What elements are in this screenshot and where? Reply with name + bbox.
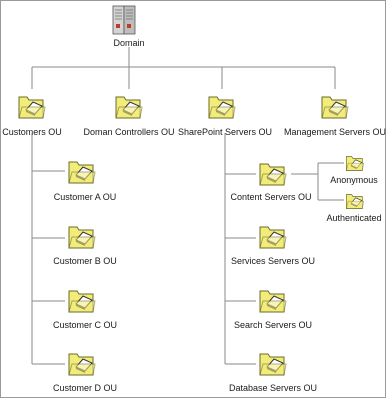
folder-icon[interactable] (17, 92, 47, 120)
folder-icon[interactable] (258, 349, 288, 377)
folder-icon[interactable] (67, 222, 97, 250)
folder-icon[interactable] (258, 222, 288, 250)
folder-icon[interactable] (67, 286, 97, 314)
folder-icon[interactable] (67, 157, 97, 185)
ou-label-database-servers: Database Servers OU (228, 383, 318, 393)
ou-label-search-servers: Search Servers OU (233, 320, 313, 330)
folder-icon[interactable] (345, 191, 365, 210)
server-icon (112, 5, 136, 35)
folder-icon[interactable] (114, 92, 144, 120)
folder-icon[interactable] (67, 349, 97, 377)
folder-icon[interactable] (207, 92, 237, 120)
domain-label: Domain (113, 38, 145, 48)
ou-label-customer-c: Customer C OU (52, 320, 118, 330)
folder-icon[interactable] (258, 159, 288, 187)
ou-label-customer-b: Customer B OU (53, 256, 117, 266)
ou-label-customer-d: Customer D OU (52, 383, 118, 393)
ou-label-authenticated: Authenticated (326, 213, 382, 223)
ou-label-customers: Customers OU (2, 127, 62, 137)
folder-icon[interactable] (258, 286, 288, 314)
ou-label-sharepoint-servers: SharePoint Servers OU (177, 127, 273, 137)
ou-label-customer-a: Customer A OU (53, 192, 117, 202)
ou-label-anonymous: Anonymous (330, 175, 378, 185)
folder-icon[interactable] (345, 153, 365, 172)
folder-icon[interactable] (320, 92, 350, 120)
ou-label-management-servers: Management Servers OU (283, 127, 386, 137)
ou-label-services-servers: Services Servers OU (230, 256, 316, 266)
ou-label-domain-controllers: Doman Controllers OU (83, 127, 175, 137)
ou-label-content-servers: Content Servers OU (230, 192, 312, 202)
